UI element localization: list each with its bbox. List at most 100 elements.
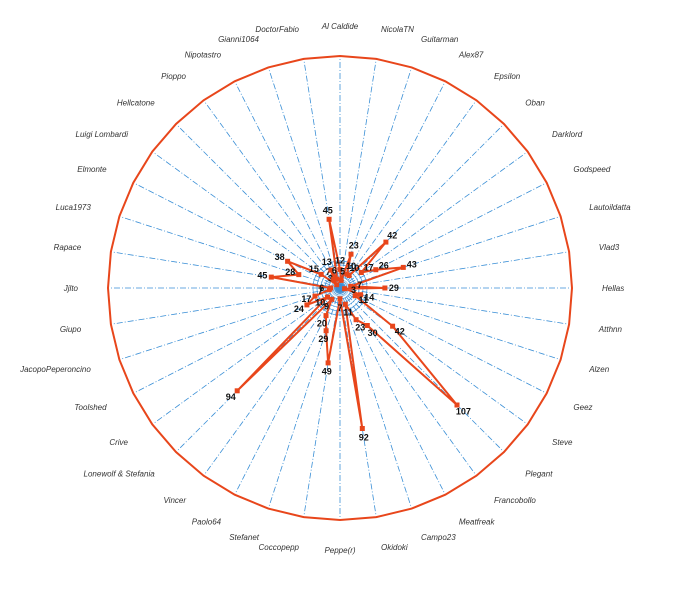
data-value-label: 23 — [349, 241, 359, 251]
data-point-marker — [326, 216, 332, 222]
data-point-marker — [358, 270, 364, 275]
data-value-label: 14 — [364, 293, 374, 303]
data-value-label: 15 — [309, 264, 319, 274]
data-value-label: 17 — [364, 262, 374, 272]
data-point-marker — [342, 301, 348, 307]
category-label: Luca1973 — [56, 203, 92, 212]
category-label: Campo23 — [421, 533, 456, 542]
category-label: Crive — [109, 438, 128, 447]
data-point-marker — [353, 317, 359, 323]
data-point-marker — [338, 277, 344, 283]
data-value-label: 7 — [357, 280, 362, 290]
data-value-label: 92 — [359, 432, 369, 442]
data-value-label: 29 — [389, 283, 399, 293]
data-value-label: 107 — [456, 406, 471, 416]
category-label: Francobollo — [494, 496, 536, 505]
data-value-label: 11 — [343, 308, 353, 318]
data-point-marker — [285, 258, 291, 264]
category-label: Rapace — [54, 243, 82, 252]
data-point-marker — [382, 285, 388, 291]
category-label: Elmonte — [77, 165, 107, 174]
spoke-line — [339, 58, 377, 289]
data-value-label: 45 — [323, 205, 333, 215]
category-label: Stefanet — [229, 533, 260, 542]
data-point-marker — [342, 286, 348, 292]
category-label: Giupo — [60, 325, 82, 334]
category-label: Lonewolf & Stefania — [84, 469, 156, 478]
spoke-line — [267, 287, 341, 509]
category-label: Hellcatone — [117, 99, 155, 108]
category-label: Paolo64 — [192, 517, 222, 526]
data-value-label: 20 — [317, 319, 327, 329]
data-point-marker — [328, 267, 334, 273]
frame-layer — [106, 54, 574, 522]
data-point-marker — [400, 264, 406, 270]
spoke-line — [175, 123, 341, 289]
data-point-marker — [334, 276, 340, 282]
spoke-line — [339, 287, 561, 361]
data-value-label: 11 — [358, 295, 368, 305]
category-label: Oban — [525, 99, 545, 108]
data-point-marker — [390, 323, 396, 329]
data-point-marker — [346, 273, 352, 278]
spoke-line — [119, 215, 341, 289]
data-value-label: 94 — [226, 392, 236, 402]
data-value-label: 6 — [332, 266, 337, 276]
category-label: Vlad3 — [599, 243, 620, 252]
data-point-marker — [373, 267, 379, 273]
category-label: Peppe(r) — [324, 546, 355, 555]
category-label: Gianni1064 — [218, 35, 259, 44]
category-label: Atthnn — [598, 325, 623, 334]
category-label: Vincer — [163, 496, 186, 505]
data-value-label: 3 — [351, 285, 356, 295]
spoke-line — [339, 287, 413, 509]
category-label: Hellas — [602, 284, 624, 293]
data-value-label: 9 — [324, 302, 329, 312]
category-label: Meatfreak — [459, 517, 496, 526]
category-label: Geez — [573, 403, 592, 412]
data-value-label: 42 — [387, 231, 397, 241]
spoke-line — [267, 67, 341, 289]
spoke-line — [339, 123, 505, 289]
data-value-label: 13 — [322, 257, 332, 267]
spoke-line — [339, 287, 505, 453]
data-value-label: 23 — [355, 323, 365, 333]
data-point-marker — [337, 266, 343, 272]
data-value-label: 42 — [395, 327, 405, 337]
category-label: Luigi Lombardi — [76, 130, 129, 139]
data-value-label: 24 — [294, 304, 304, 314]
category-label: Toolshed — [74, 403, 107, 412]
category-label: Plegant — [525, 469, 553, 478]
data-value-label: 17 — [301, 294, 311, 304]
data-point-marker — [312, 293, 318, 299]
data-point-marker — [325, 360, 331, 366]
spoke-line — [339, 287, 547, 394]
category-label: Jjlto — [63, 284, 79, 293]
data-point-marker — [359, 426, 365, 431]
data-point-marker — [318, 271, 324, 277]
spoke-line — [234, 287, 341, 495]
data-value-label: 45 — [257, 271, 267, 281]
spoke-line — [339, 81, 446, 289]
data-value-label: 28 — [285, 267, 295, 277]
data-value-label: 10 — [315, 297, 325, 307]
category-label: Darklord — [552, 130, 583, 139]
category-label: DoctorFabio — [255, 25, 299, 34]
data-point-marker — [331, 276, 337, 282]
data-point-marker — [352, 293, 358, 299]
spoke-line — [119, 287, 341, 361]
category-label: Alzen — [588, 365, 610, 374]
category-label: Godspeed — [573, 165, 610, 174]
spoke-line — [339, 67, 413, 289]
spoke-line — [234, 81, 341, 289]
data-value-label: 5 — [340, 267, 345, 277]
data-value-label: 26 — [379, 261, 389, 271]
data-point-marker — [325, 294, 330, 300]
data-value-label: 38 — [275, 252, 285, 262]
data-value-label: 12 — [335, 255, 345, 265]
spoke-line — [152, 287, 341, 425]
spoke-line — [152, 151, 341, 289]
